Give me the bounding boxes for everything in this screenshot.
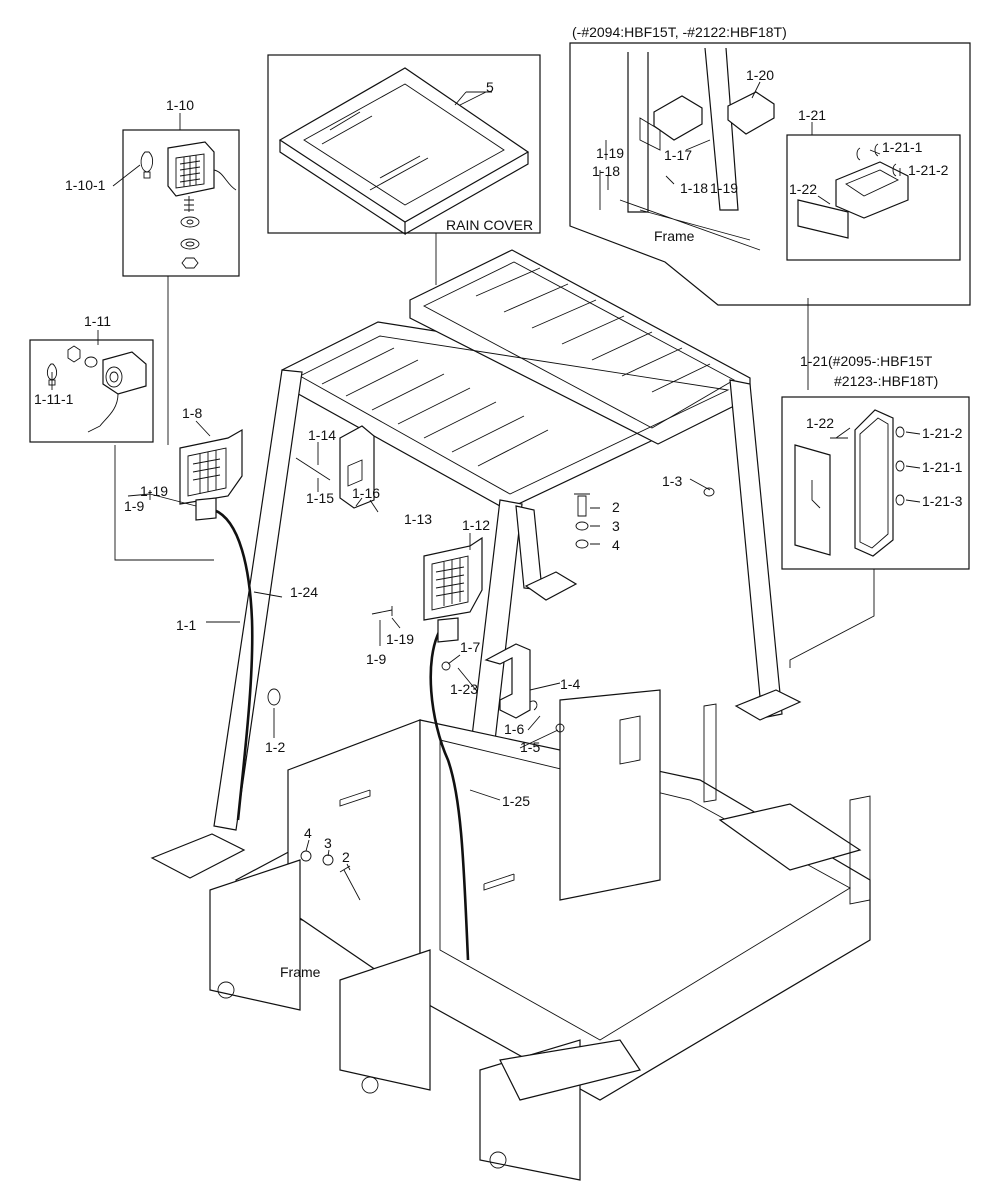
callout-1-18: 1-18 xyxy=(592,163,620,179)
frame-inset-caption: Frame xyxy=(654,228,695,244)
callout-1-19-inset-b: 1-19 xyxy=(710,180,738,196)
callout-1-21-3-right: 1-21-3 xyxy=(922,493,963,509)
work-lamp-1-11-inset xyxy=(29,339,154,443)
range-header-right-1: 1-21(#2095-:HBF15T xyxy=(800,353,933,369)
callout-5: 5 xyxy=(486,79,494,95)
frame-main-caption: Frame xyxy=(280,964,321,980)
header-texts: (-#2094:HBF15T, -#2122:HBF18T) 1-21(#209… xyxy=(572,24,938,389)
callout-1-7: 1-7 xyxy=(460,639,480,655)
callout-1-15: 1-15 xyxy=(306,490,334,506)
callout-1-2-left: 1-2 xyxy=(265,739,285,755)
callout-1-18-b: 1-18 xyxy=(680,180,708,196)
license-lamp-inset-new xyxy=(781,396,970,570)
callout-1-16: 1-16 xyxy=(352,485,380,501)
callout-1-9-mid: 1-9 xyxy=(366,651,386,667)
callout-1-22-top: 1-22 xyxy=(789,181,817,197)
callout-1-11: 1-11 xyxy=(84,313,111,329)
callout-1-4: 1-4 xyxy=(560,676,580,692)
callout-1-9-left: 1-9 xyxy=(124,498,144,514)
callout-1-24: 1-24 xyxy=(290,584,318,600)
grip-handle xyxy=(484,643,531,719)
callout-1-21-2-right: 1-21-2 xyxy=(922,425,963,441)
callout-4-top: 4 xyxy=(612,537,620,553)
callout-1-20: 1-20 xyxy=(746,67,774,83)
range-header-top: (-#2094:HBF15T, -#2122:HBF18T) xyxy=(572,24,787,40)
callout-1-12: 1-12 xyxy=(462,517,490,533)
callout-1-3: 1-3 xyxy=(662,473,682,489)
callout-1-11-1: 1-11-1 xyxy=(34,391,74,407)
callout-1-21-2-top: 1-21-2 xyxy=(908,162,949,178)
callout-1-10: 1-10 xyxy=(166,97,194,113)
caption-texts: RAIN COVER Frame Frame xyxy=(280,217,695,980)
rain-cover-caption: RAIN COVER xyxy=(446,217,533,233)
wire-harness xyxy=(213,508,470,961)
callout-labels: 5 1-10 1-10-1 1-11 1-11-1 1-8 1-9 1-19 1… xyxy=(34,67,963,865)
callout-1-5: 1-5 xyxy=(520,739,540,755)
callout-1-6: 1-6 xyxy=(504,721,524,737)
work-lamp-front-left xyxy=(179,428,243,521)
callout-1-19-inset-a: 1-19 xyxy=(596,145,624,161)
callout-2-top: 2 xyxy=(612,499,620,515)
license-lamp-inset-old xyxy=(569,42,971,306)
callout-1-23: 1-23 xyxy=(450,681,478,697)
callout-2-low: 2 xyxy=(342,849,350,865)
chassis-frame xyxy=(209,689,871,1181)
callout-1-21-1-right: 1-21-1 xyxy=(922,459,963,475)
work-lamp-front-right xyxy=(423,536,483,643)
work-lamp-1-10-inset xyxy=(122,129,240,277)
leader-lines xyxy=(51,81,921,871)
range-header-right-2: #2123-:HBF18T) xyxy=(834,373,938,389)
callout-1-14: 1-14 xyxy=(308,427,336,443)
callout-1-19-left: 1-19 xyxy=(140,483,168,499)
callout-3-low: 3 xyxy=(324,835,332,851)
callout-3-top: 3 xyxy=(612,518,620,534)
callout-1-13: 1-13 xyxy=(404,511,432,527)
callout-1-10-1: 1-10-1 xyxy=(65,177,106,193)
callout-1-1: 1-1 xyxy=(176,617,196,633)
callout-4-low: 4 xyxy=(304,825,312,841)
small-hardware xyxy=(127,487,715,901)
callout-1-17: 1-17 xyxy=(664,147,692,163)
callout-1-22-right: 1-22 xyxy=(806,415,834,431)
callout-1-25: 1-25 xyxy=(502,793,530,809)
callout-1-8: 1-8 xyxy=(182,405,202,421)
callout-1-21-1-top: 1-21-1 xyxy=(882,139,923,155)
rear-view-mirror xyxy=(295,425,375,509)
callout-1-21: 1-21 xyxy=(798,107,826,123)
rain-cover-inset xyxy=(267,54,541,236)
callout-1-19-mid: 1-19 xyxy=(386,631,414,647)
